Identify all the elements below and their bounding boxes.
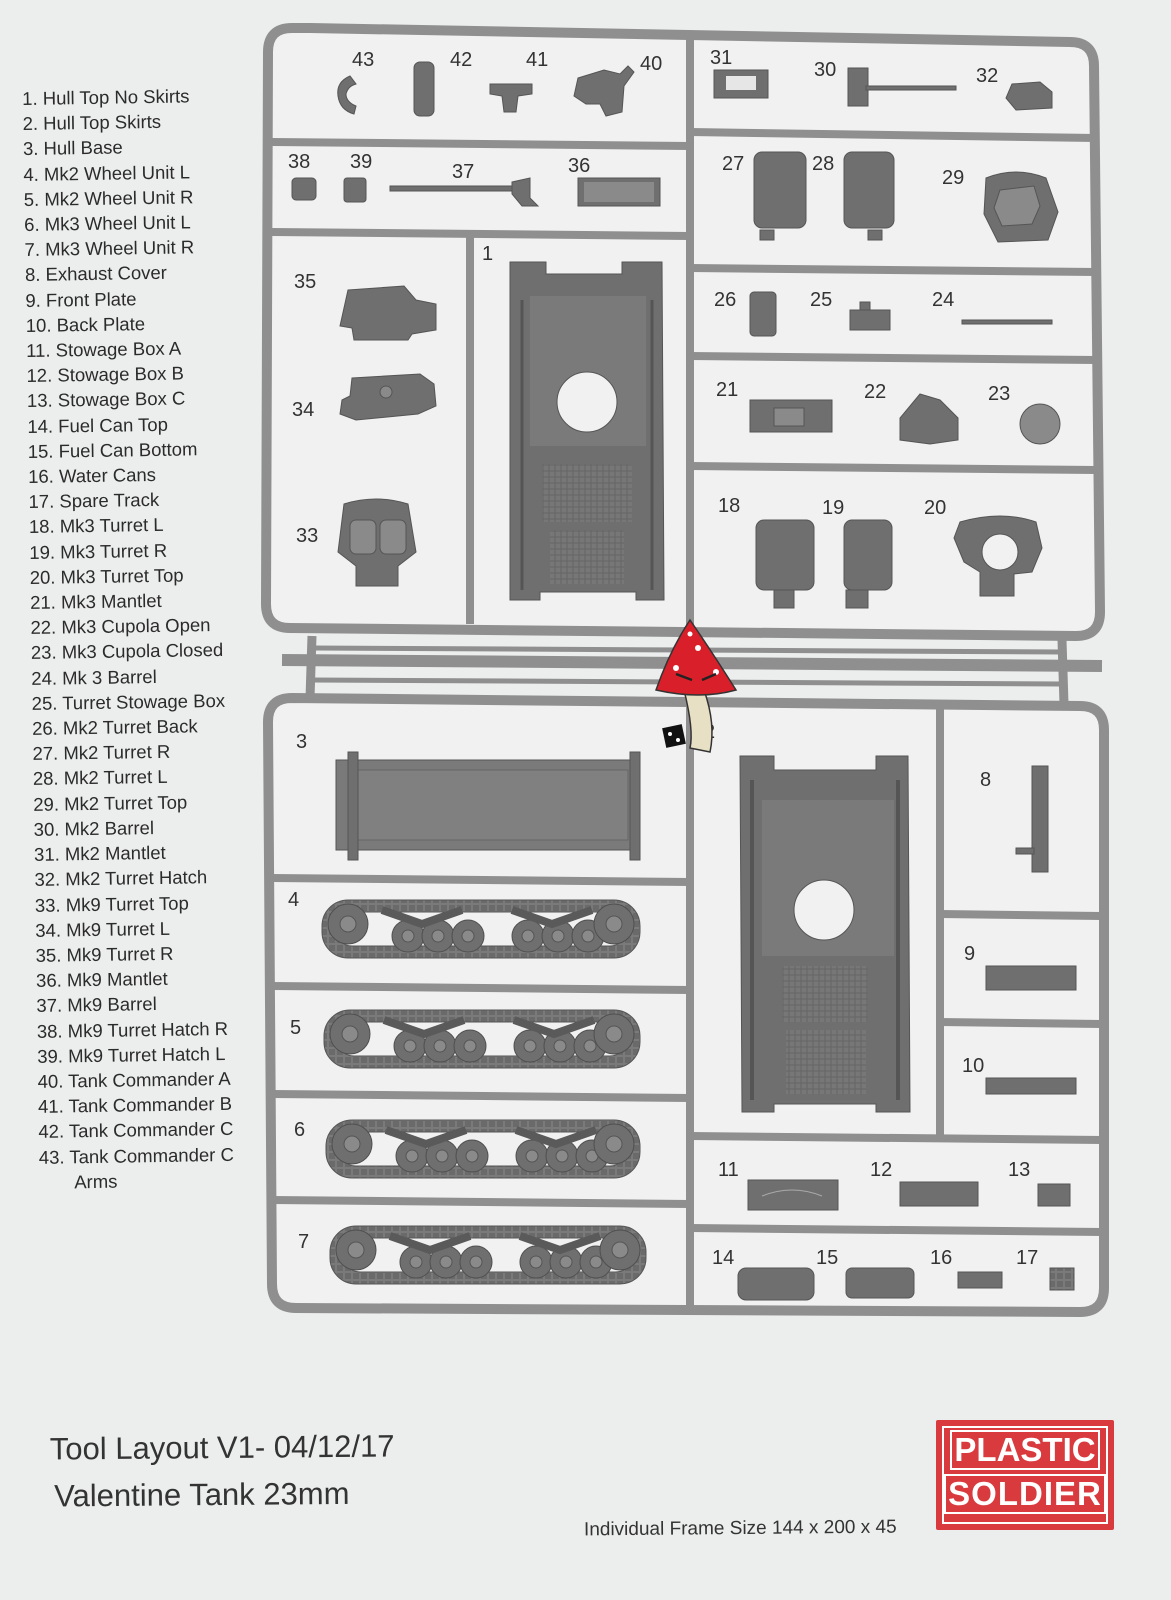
part-number-24: 24: [932, 289, 954, 311]
part-15: [845, 1267, 915, 1299]
part-13: [1037, 1183, 1071, 1207]
part-number-32: 32: [976, 65, 998, 87]
brand-line2: SOLDIER: [944, 1474, 1106, 1514]
wheel-units: [321, 899, 647, 1285]
part-number-19: 19: [822, 497, 844, 519]
part-10: [985, 1077, 1077, 1095]
part-number-41: 41: [526, 49, 548, 71]
wheel-unit-6: [325, 1119, 641, 1179]
part-32: [1005, 81, 1053, 111]
wheel-unit-4: [321, 899, 641, 959]
part-number-10: 10: [962, 1055, 984, 1077]
frame-size-text: Individual Frame Size 144 x 200 x 45: [583, 1516, 897, 1541]
part-17: [1049, 1267, 1075, 1291]
part-43: [337, 75, 357, 115]
part-number-4: 4: [288, 889, 299, 911]
part-9: [985, 965, 1077, 991]
part-number-39: 39: [350, 151, 372, 173]
part-number-11: 11: [718, 1159, 739, 1181]
part-30: [847, 67, 869, 107]
part-11: [747, 1179, 839, 1211]
part-3: [335, 751, 641, 861]
part-14: [737, 1267, 815, 1301]
part-number-27: 27: [722, 153, 744, 175]
part-12: [899, 1181, 979, 1207]
part-28: [843, 151, 895, 229]
part-number-21: 21: [716, 379, 738, 401]
brand-logo: PLASTIC SOLDIER: [936, 1420, 1114, 1530]
part-27: [753, 151, 807, 229]
part-number-7: 7: [298, 1231, 309, 1253]
mushroom-mascot-icon: [655, 618, 738, 753]
part-16: [957, 1271, 1003, 1289]
part-number-43: 43: [352, 49, 374, 71]
part-2: [739, 755, 911, 1113]
part-number-13: 13: [1008, 1159, 1030, 1181]
part-number-33: 33: [296, 525, 318, 547]
parts-lower: [321, 751, 1077, 1301]
part-number-26: 26: [714, 289, 736, 311]
part-number-30: 30: [814, 59, 836, 81]
part-number-8: 8: [980, 769, 991, 791]
part-number-16: 16: [930, 1247, 952, 1269]
part-number-35: 35: [294, 271, 316, 293]
part-number-18: 18: [718, 495, 740, 517]
part-number-40: 40: [640, 53, 662, 75]
part-number-37: 37: [452, 161, 474, 183]
part-22: [899, 393, 959, 445]
part-39: [343, 177, 367, 203]
brand-line1: PLASTIC: [950, 1430, 1100, 1470]
part-number-20: 20: [924, 497, 946, 519]
tool-layout-version: Tool Layout V1- 04/12/17: [49, 1428, 395, 1467]
part-37: [389, 185, 515, 192]
part-number-36: 36: [568, 155, 590, 177]
part-number-6: 6: [294, 1119, 305, 1141]
part-number-3: 3: [296, 731, 307, 753]
part-number-1: 1: [482, 243, 493, 265]
part-number-38: 38: [288, 151, 310, 173]
part-number-14: 14: [712, 1247, 734, 1269]
part-number-labels: 1234567891011121314151617181920212223242…: [288, 47, 1038, 1269]
part-24: [961, 319, 1053, 325]
part-number-17: 17: [1016, 1247, 1038, 1269]
part-23: [1019, 403, 1061, 445]
part-number-12: 12: [870, 1159, 892, 1181]
part-number-42: 42: [450, 49, 472, 71]
part-19: [843, 519, 893, 591]
part-1: [509, 261, 665, 601]
part-number-25: 25: [810, 289, 832, 311]
part-8: [1031, 765, 1049, 873]
part-number-28: 28: [812, 153, 834, 175]
part-38: [291, 177, 317, 201]
part-number-5: 5: [290, 1017, 301, 1039]
part-35: [339, 285, 437, 341]
part-25: [849, 309, 891, 331]
wheel-unit-5: [323, 1009, 641, 1069]
part-26: [749, 291, 777, 337]
part-number-34: 34: [292, 399, 314, 421]
inner-runners-upper: [271, 36, 1097, 632]
part-number-9: 9: [964, 943, 975, 965]
part-41: [489, 83, 533, 113]
part-number-15: 15: [816, 1247, 838, 1269]
part-40: [573, 65, 635, 117]
part-42: [413, 61, 435, 117]
part-number-23: 23: [988, 383, 1010, 405]
part-number-22: 22: [864, 381, 886, 403]
part-18: [755, 519, 815, 591]
footer-title: Tool Layout V1- 04/12/17 Valentine Tank …: [50, 1422, 396, 1519]
part-number-31: 31: [710, 47, 732, 69]
inner-runners-lower: [271, 702, 1103, 1310]
wheel-unit-7: [329, 1225, 647, 1285]
product-name: Valentine Tank 23mm: [54, 1475, 350, 1514]
part-number-29: 29: [942, 167, 964, 189]
parts-upper: [291, 61, 1061, 609]
